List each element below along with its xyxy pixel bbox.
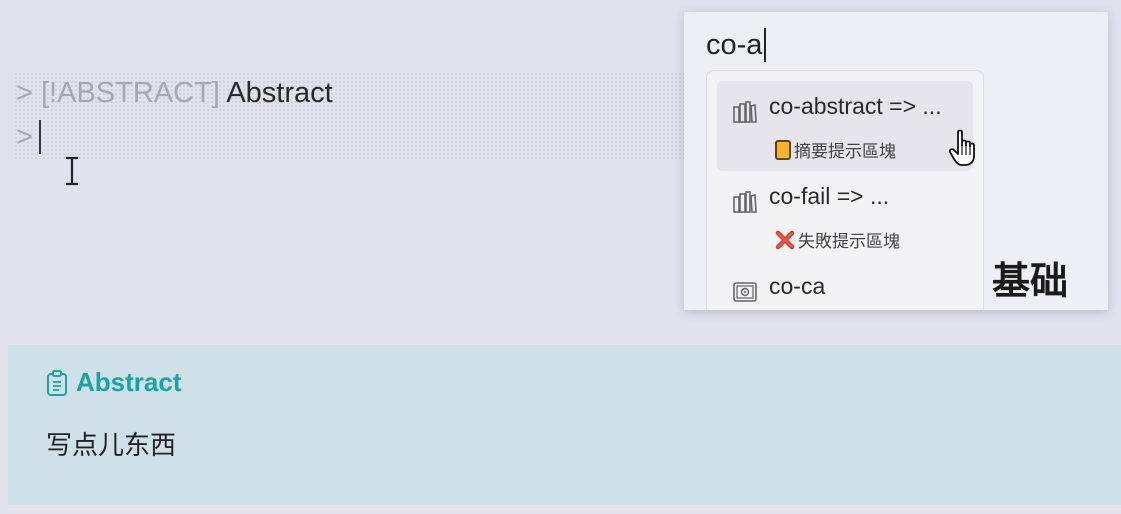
clipboard-icon — [47, 369, 67, 396]
watermark-text: 基础 — [992, 259, 1069, 303]
text-caret — [764, 28, 767, 62]
callout-header[interactable]: Abstract — [46, 367, 181, 398]
suggestion-description-text: 失敗提示區塊 — [798, 232, 900, 252]
editor-line-callout[interactable]: > [!ABSTRACT] Abstract — [16, 76, 333, 110]
rendered-callout: Abstract 写点儿东西 — [8, 345, 1121, 505]
cross-mark-emoji-icon — [775, 230, 795, 249]
editor-line-empty-quote[interactable]: > — [16, 120, 41, 154]
suggestion-title: co-abstract => ... — [769, 93, 942, 119]
quote-marker: > — [16, 121, 33, 153]
books-icon — [733, 191, 757, 213]
text-caret — [38, 120, 41, 154]
suggestion-item[interactable]: co-fail => ... 失敗提示區塊 — [717, 171, 973, 261]
callout-heading: Abstract — [76, 367, 182, 397]
suggestion-title: co-fail => ... — [769, 183, 890, 209]
quote-highlight-band — [14, 72, 714, 160]
safe-icon — [733, 282, 757, 302]
callout-title-text: Abstract — [226, 77, 333, 109]
bottom-strip — [0, 505, 1121, 514]
query-input[interactable]: co-a — [706, 28, 767, 62]
suggestion-list: co-abstract => ... 摘要提示區塊 co-fail => ... — [706, 70, 984, 310]
quote-marker: > — [16, 77, 33, 109]
suggestion-description: 失敗提示區塊 — [775, 227, 900, 252]
callout-body-text: 写点儿东西 — [46, 431, 177, 461]
query-text: co-a — [706, 29, 763, 61]
command-popup: co-a co-abstract => ... 摘要提示區塊 — [684, 12, 1108, 310]
books-icon — [733, 101, 757, 123]
suggestion-description: 摘要提示區塊 — [775, 137, 896, 162]
callout-type-tag: [!ABSTRACT] — [41, 77, 220, 109]
ibeam-cursor-icon — [66, 156, 78, 186]
suggestion-title: co-ca — [769, 273, 826, 299]
suggestion-description-text: 摘要提示區塊 — [794, 142, 896, 162]
memo-emoji-icon — [775, 139, 791, 160]
hand-pointer-icon — [948, 129, 975, 166]
suggestion-item[interactable]: co-abstract => ... 摘要提示區塊 — [717, 81, 975, 171]
suggestion-item[interactable]: co-ca — [717, 261, 973, 310]
